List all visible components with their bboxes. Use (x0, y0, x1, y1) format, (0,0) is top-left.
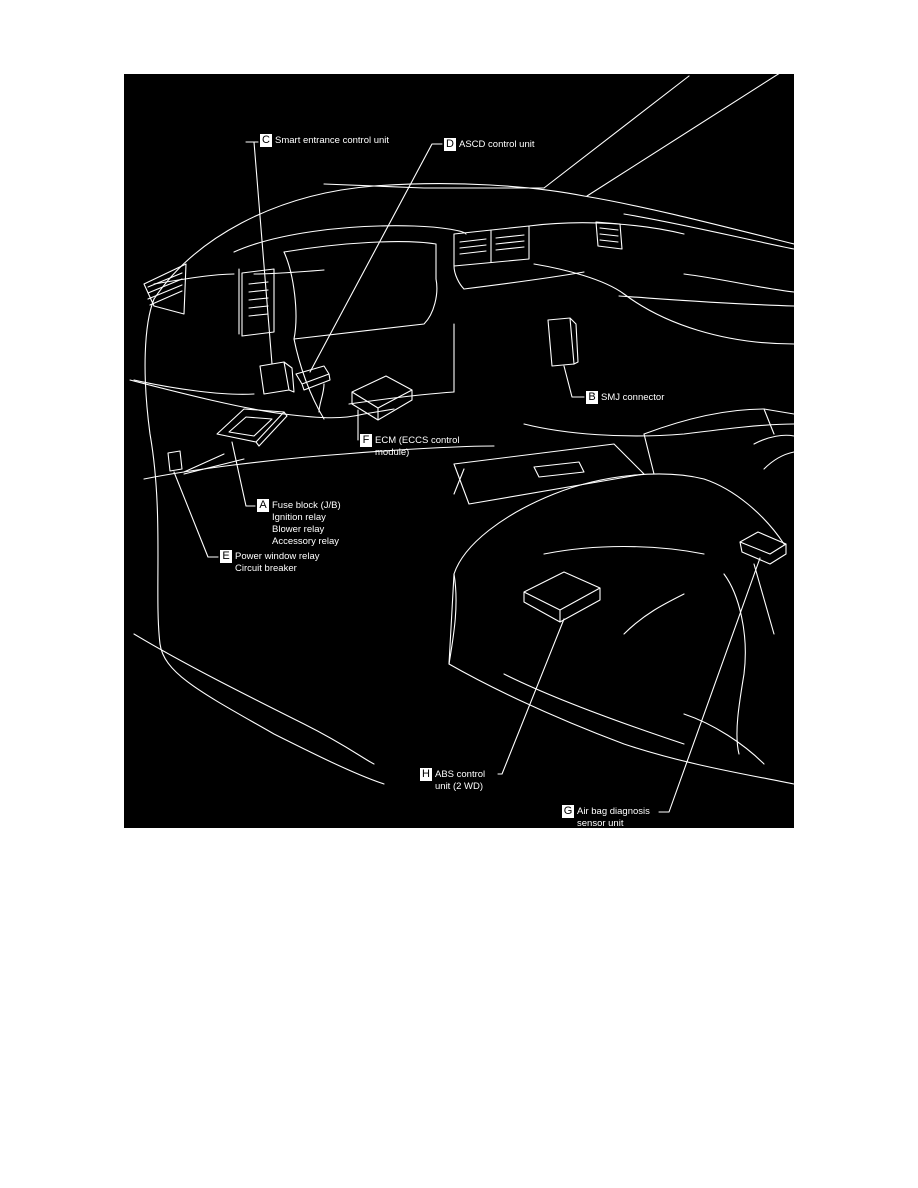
dashboard-top (153, 183, 794, 300)
left-vent (143, 263, 187, 315)
label-c-key: C (260, 134, 272, 147)
label-a-line-2: Ignition relay (272, 512, 326, 524)
ascd-unit (295, 365, 331, 391)
floor-line (143, 445, 495, 480)
label-h-key: H (420, 768, 432, 781)
smj-connector (547, 317, 579, 367)
leader-d (309, 143, 443, 373)
label-a-line-3: Blower relay (272, 524, 325, 536)
label-g-line-2: sensor unit (577, 818, 624, 828)
airbag-sensor-unit (739, 531, 787, 565)
label-e-line-1: Power window relay (235, 551, 320, 563)
pillar-line (586, 74, 780, 197)
windshield-line (543, 75, 690, 189)
label-d-line-1: ASCD control unit (459, 139, 535, 151)
label-b-line-1: SMJ connector (601, 392, 665, 404)
console-front (453, 443, 645, 505)
label-f-line-1: ECM (ECCS control (375, 435, 460, 447)
smart-entrance-unit (259, 361, 295, 395)
label-g-line-1: Air bag diagnosis (577, 806, 650, 818)
leader-b (563, 365, 585, 398)
cluster-hood (233, 225, 467, 253)
label-d-key: D (444, 138, 456, 151)
label-h-line-2: unit (2 WD) (435, 781, 484, 793)
abs-control-unit (523, 571, 601, 623)
center-vent-left (241, 268, 275, 337)
dashboard-edge (144, 298, 385, 785)
power-window-relay (167, 450, 183, 472)
door-lower (133, 633, 375, 765)
leader-h (497, 618, 565, 775)
leader-e (173, 471, 219, 558)
label-c-line-1: Smart entrance control unit (275, 135, 390, 147)
label-g-key: G (562, 805, 574, 818)
right-vent (595, 221, 623, 250)
seat-outline (453, 473, 785, 575)
center-vents (453, 225, 530, 267)
label-e-key: E (220, 550, 232, 563)
left-dash-trim (153, 273, 235, 285)
lower-dash (129, 379, 285, 415)
vehicle-interior-linework (129, 74, 794, 813)
label-a-line-1: Fuse block (J/B) (272, 500, 341, 512)
label-b-key: B (586, 391, 598, 404)
leader-c (245, 141, 273, 365)
cluster-face (238, 251, 297, 340)
ecm-unit (351, 375, 413, 421)
leader-g (658, 557, 761, 813)
fuse-block (216, 408, 288, 447)
label-f-line-2: module) (375, 447, 410, 459)
label-a-line-4: Accessory relay (272, 536, 340, 548)
label-f-key: F (360, 434, 372, 447)
label-e-line-2: Circuit breaker (235, 563, 297, 575)
leader-a (231, 441, 256, 507)
windshield-lower (323, 183, 545, 189)
label-a-key: A (257, 499, 269, 512)
label-h-line-1: ABS control (435, 769, 486, 781)
